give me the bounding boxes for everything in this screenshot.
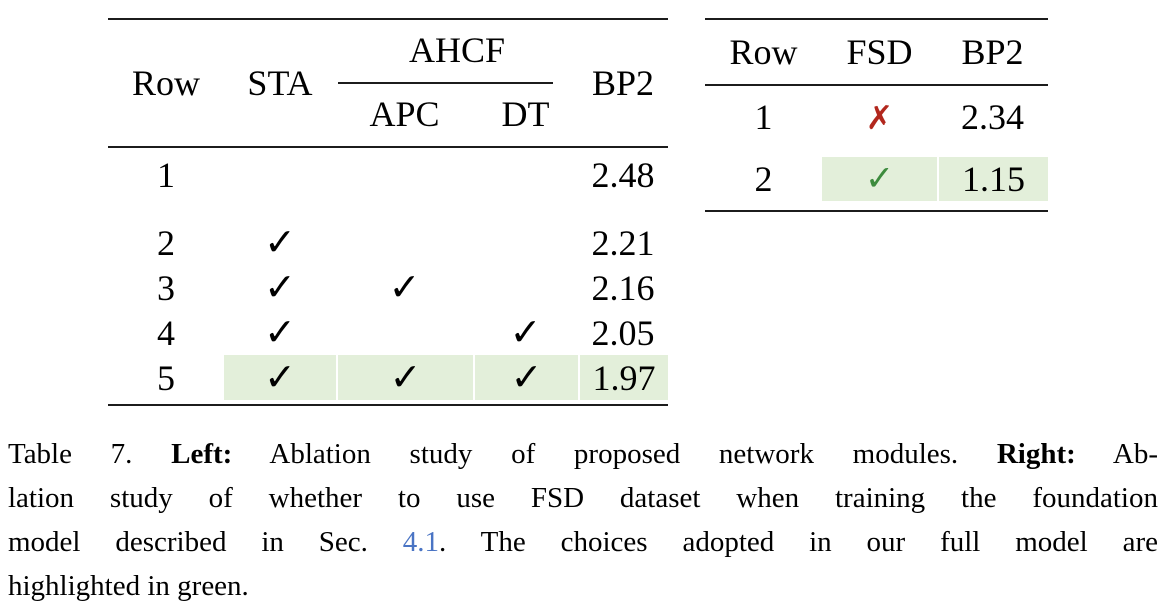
check-icon: ✓ <box>509 311 542 354</box>
table-row-highlighted: 5 ✓ ✓ ✓ 1.97 <box>108 355 668 400</box>
header-cell-bp2: BP2 <box>591 63 655 103</box>
header-cell-apc: APC <box>369 94 440 134</box>
caption-text: highlighted in green. <box>8 570 249 602</box>
header-cell-bp2: BP2 <box>961 32 1024 72</box>
cell-row-number: 3 <box>157 267 175 308</box>
table-row: 3 ✓ ✓ 2.16 <box>108 265 668 310</box>
cell-row-number: 1 <box>754 97 773 137</box>
cell-bp2-value: 2.16 <box>591 267 655 308</box>
caption-right-label: Right: <box>996 438 1076 470</box>
header-cell-row: Row <box>729 32 798 72</box>
table-row: 1 ✗ 2.34 <box>705 86 1048 148</box>
check-icon: ✓ <box>264 266 296 309</box>
check-icon <box>473 265 578 310</box>
table-row: 1 2.48 <box>108 148 668 202</box>
check-icon <box>336 310 473 355</box>
header-cell-sta: STA <box>247 63 313 103</box>
table-top-rule <box>108 18 668 20</box>
caption-line: highlighted in green. <box>8 564 1158 608</box>
check-icon: ✓ <box>264 221 296 264</box>
caption-text: model described in Sec. <box>8 526 403 558</box>
cell-bp2-value: 2.05 <box>591 312 655 353</box>
table-bottom-rule <box>108 404 668 406</box>
cross-icon: ✗ <box>865 97 894 137</box>
left-ablation-table: Row STA AHCF APC DT BP2 1 2.48 2 ✓ 2.21 <box>108 18 668 406</box>
caption-line: lation study of whether to use FSD datas… <box>8 476 1158 520</box>
check-icon: ✓ <box>473 355 578 400</box>
table-caption: Table 7. Left: Ablation study of propose… <box>8 432 1158 608</box>
cell-row-number: 2 <box>754 159 773 199</box>
cell-bp2-value: 2.21 <box>591 222 655 263</box>
caption-text: Ablation study of proposed network modul… <box>232 438 997 470</box>
left-table-header: Row STA AHCF APC DT BP2 <box>108 20 668 146</box>
right-ablation-table: Row FSD BP2 1 ✗ 2.34 2 ✓ 1.15 <box>705 18 1048 212</box>
caption-line: Table 7. Left: Ablation study of propose… <box>8 432 1158 476</box>
cell-bp2-value: 1.97 <box>578 355 668 400</box>
header-cell-row: Row <box>131 63 200 103</box>
table-row-highlighted: 2 ✓ 1.15 <box>705 148 1048 210</box>
table-row: 2 ✓ 2.21 <box>108 220 668 265</box>
left-table-body: 1 2.48 2 ✓ 2.21 3 ✓ ✓ 2.16 4 <box>108 148 668 404</box>
caption-line: model described in Sec. 4.1. The choices… <box>8 520 1158 564</box>
ahcf-cmidrule <box>338 82 553 84</box>
cell-bp2-value: 2.48 <box>591 155 655 195</box>
caption-text: Ab- <box>1075 438 1158 470</box>
table-row: 4 ✓ ✓ 2.05 <box>108 310 668 355</box>
check-icon: ✓ <box>822 157 937 201</box>
right-table-header: Row FSD BP2 <box>705 20 1048 84</box>
header-cell-fsd: FSD <box>846 32 913 72</box>
caption-left-label: Left: <box>171 438 233 470</box>
check-icon <box>224 148 336 202</box>
caption-text: . The choices adopted in our full model … <box>439 526 1158 558</box>
check-icon: ✓ <box>388 266 421 309</box>
check-icon: ✓ <box>224 355 336 400</box>
check-icon: ✓ <box>336 355 473 400</box>
cell-row-number: 2 <box>157 222 175 263</box>
check-icon <box>473 148 578 202</box>
cell-row-number: 4 <box>157 312 175 353</box>
cell-row-number: 5 <box>157 357 175 398</box>
check-icon <box>473 220 578 265</box>
header-cell-ahcf-group: AHCF <box>408 30 506 70</box>
check-icon <box>336 220 473 265</box>
cell-row-number: 1 <box>157 155 175 195</box>
table-bottom-rule <box>705 210 1048 212</box>
header-cell-dt: DT <box>501 94 550 134</box>
table-top-rule <box>705 18 1048 20</box>
caption-text: lation study of whether to use FSD datas… <box>8 482 1158 514</box>
cell-bp2-value: 2.34 <box>961 97 1024 137</box>
caption-text: Table 7. <box>8 438 172 470</box>
sec-4-1-link[interactable]: 4.1 <box>402 526 440 558</box>
check-icon: ✓ <box>264 311 296 354</box>
check-icon <box>336 148 473 202</box>
cell-bp2-value: 1.15 <box>937 157 1048 201</box>
table-mid-rule <box>108 146 668 148</box>
table-mid-rule <box>705 84 1048 86</box>
